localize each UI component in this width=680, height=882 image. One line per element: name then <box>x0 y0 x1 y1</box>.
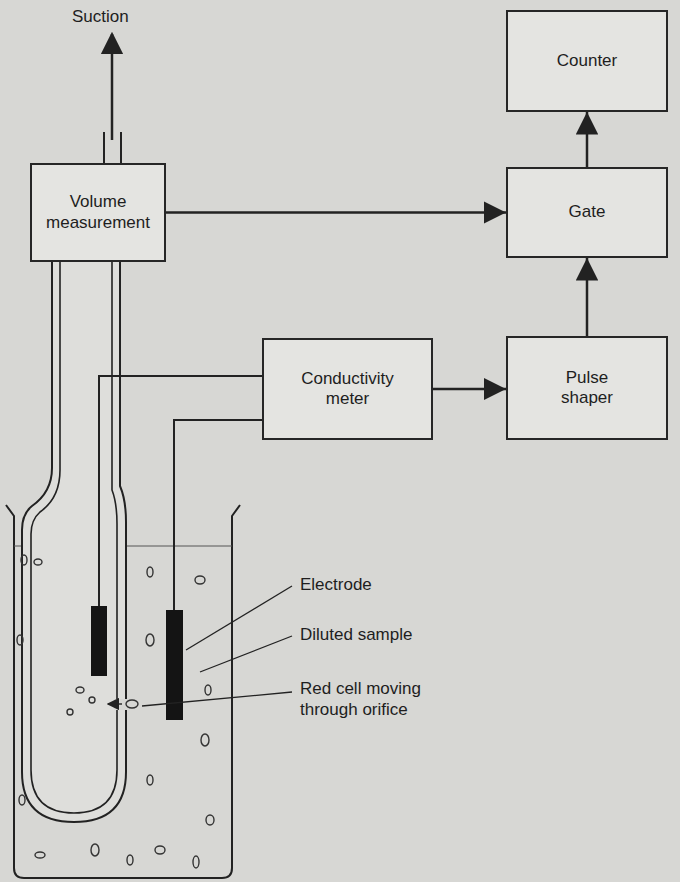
red-cell <box>147 775 153 785</box>
red-cells <box>17 555 214 868</box>
process-box: Gate <box>506 167 668 258</box>
box-label: Counter <box>557 51 617 71</box>
red-cell <box>126 700 138 708</box>
red-cell <box>17 635 23 645</box>
red-cell <box>195 576 205 584</box>
signal-arrow <box>166 211 506 214</box>
tube-wall <box>120 132 122 163</box>
red-cell <box>67 709 73 715</box>
process-box: Conductivity meter <box>262 338 433 440</box>
glass-tube-inner <box>31 262 117 813</box>
box-label: Pulse shaper <box>552 368 622 409</box>
red-cell <box>19 795 25 805</box>
red-cell <box>127 855 133 865</box>
red-cell <box>155 846 165 854</box>
signal-arrow <box>433 388 506 391</box>
part-label: Red cell moving through orifice <box>300 678 450 721</box>
box-label: Volume measurement <box>43 192 153 233</box>
part-label: Diluted sample <box>300 624 412 645</box>
red-cell <box>91 844 99 856</box>
box-label: Conductivity meter <box>292 369 404 410</box>
part-label: Electrode <box>300 574 372 595</box>
process-box: Pulse shaper <box>506 336 668 440</box>
leader-line <box>200 636 292 672</box>
electrode-wire <box>174 420 262 612</box>
suction-arrow <box>111 34 114 140</box>
red-cell <box>193 856 199 868</box>
red-cell <box>206 815 214 825</box>
red-cell <box>201 734 209 746</box>
tube-wall <box>103 132 105 163</box>
red-cell <box>205 685 211 695</box>
electrode-wire <box>99 376 262 608</box>
process-box: Volume measurement <box>30 163 166 262</box>
signal-arrow <box>586 258 589 336</box>
glass-tube <box>22 262 126 822</box>
flow-arrow <box>108 703 122 704</box>
signal-arrow <box>586 112 589 167</box>
flow-label: Suction <box>72 6 129 27</box>
leader-line <box>186 586 292 650</box>
electrode <box>91 606 107 676</box>
process-box: Counter <box>506 10 668 112</box>
red-cell <box>146 634 154 646</box>
leader-line <box>142 692 292 706</box>
red-cell <box>76 687 84 693</box>
red-cell <box>21 555 27 565</box>
red-cell <box>35 852 45 858</box>
red-cell <box>147 567 153 577</box>
red-cell <box>89 697 95 703</box>
red-cell <box>34 559 42 565</box>
box-label: Gate <box>569 202 606 222</box>
